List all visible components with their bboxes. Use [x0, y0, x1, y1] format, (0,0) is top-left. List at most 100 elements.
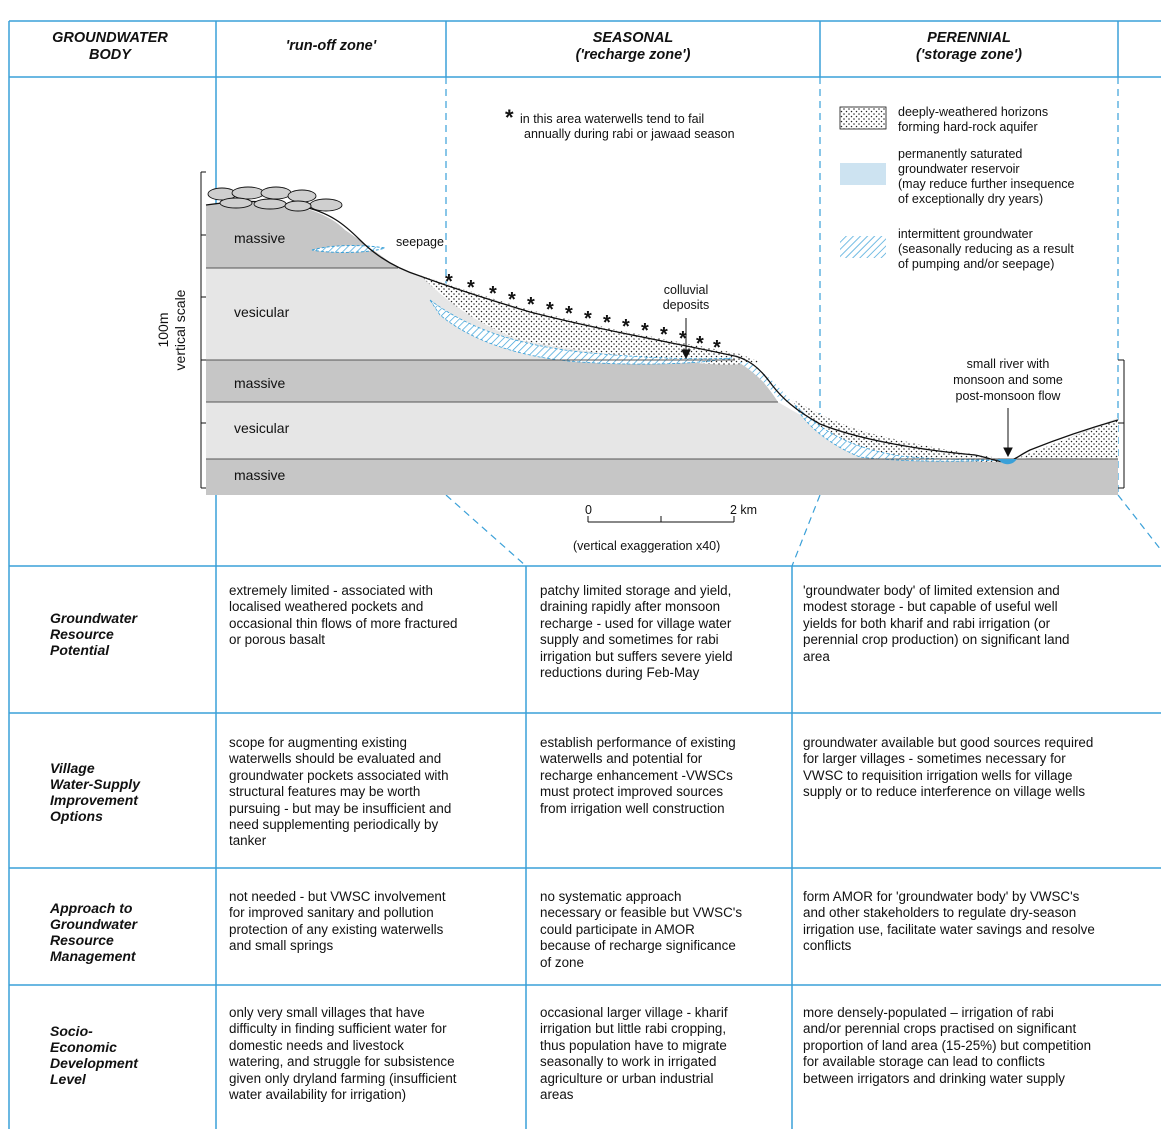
cell-text-line: and/or perennial crops practised on sign… — [803, 1021, 1077, 1037]
scale-2km: 2 km — [730, 503, 757, 517]
row-label-line: Improvement — [50, 792, 138, 808]
cell-text-line: recharge - used for village water — [540, 615, 732, 631]
intermittent-zone-lower — [794, 404, 1001, 462]
row-label-line: Village — [50, 760, 95, 776]
cell-text-line: proportion of land area (15-25%) but com… — [803, 1037, 1092, 1053]
cross-section: *************** — [200, 106, 1125, 523]
cell-text-line: form AMOR for 'groundwater body' by VWSC… — [803, 889, 1080, 904]
cell-text-line: groundwater pockets associated with — [229, 767, 449, 783]
vertical-scale-label-2: vertical scale — [172, 289, 188, 370]
layer-label-2: vesicular — [234, 304, 290, 320]
cell-text-line: only very small villages that have — [229, 1005, 425, 1020]
row-label-line: Development — [50, 1055, 138, 1071]
failure-asterisk: * — [445, 271, 453, 293]
legend-swatch-weathered — [839, 106, 887, 130]
cell-text-line: necessary or feasible but VWSC's — [540, 905, 743, 921]
cell-perennial-socio: more densely-populated – irrigation of r… — [803, 1005, 1158, 1087]
cell-text-line: supply and sometimes for rabi — [540, 632, 719, 648]
cell-text-line: areas — [540, 1087, 574, 1103]
scale-zero: 0 — [585, 503, 592, 517]
failure-asterisk: * — [546, 299, 554, 321]
cell-text-line: modest storage - but capable of useful w… — [803, 599, 1058, 615]
header-line: BODY — [89, 47, 131, 63]
cell-text-line: water availability for irrigation) — [229, 1087, 407, 1103]
failure-asterisk: * — [603, 312, 611, 334]
cell-text-line: pursuing - but may be insufficient and — [229, 800, 452, 816]
cell-text-line: agriculture or urban industrial — [540, 1070, 714, 1086]
cell-text-line: domestic needs and livestock — [229, 1037, 404, 1053]
colluvial-label-1: colluvial — [664, 283, 708, 297]
cell-text-line: perennial crop production) on significan… — [803, 632, 1070, 648]
vertical-scale-label-1: 100m — [155, 312, 171, 347]
row-label-line: Economic — [50, 1039, 117, 1055]
header-line: 'run-off zone' — [285, 38, 377, 54]
cell-text-line: occasional thin flows of more fractured — [229, 615, 458, 631]
row-label-line: Level — [50, 1071, 86, 1087]
legend-3-line-2: (seasonally reducing as a result — [898, 242, 1074, 256]
cell-text-line: watering, and struggle for subsistence — [229, 1054, 455, 1070]
row-label-line: Socio- — [50, 1023, 93, 1039]
cell-text-line: irrigation but little rabi cropping, — [540, 1021, 727, 1037]
note-line-1: in this area waterwells tend to fail — [520, 112, 704, 126]
row-label-line: Resource — [50, 932, 114, 948]
cell-text-line: supply or to reduce interference on vill… — [803, 784, 1086, 800]
layer-massive-bottom — [206, 459, 1118, 495]
cell-text-line: reductions during Feb-May — [540, 665, 700, 681]
cell-text-line: establish performance of existing — [540, 735, 736, 750]
legend-swatch-saturated — [840, 163, 886, 185]
cell-text-line: between irrigators and drinking water su… — [803, 1070, 1066, 1086]
header-line: GROUNDWATER — [52, 30, 168, 46]
layer-label-4: vesicular — [234, 420, 290, 436]
row-label-village-water-supply: Village Water-Supply Improvement Options — [50, 760, 210, 824]
cell-perennial-village: groundwater available but good sources r… — [803, 735, 1158, 801]
cell-text-line: for larger villages - sometimes necessar… — [803, 751, 1066, 767]
row-label-resource-management: Approach to Groundwater Resource Managem… — [50, 900, 210, 964]
row-label-line: Potential — [50, 642, 110, 658]
cell-text-line: from irrigation well construction — [540, 800, 725, 816]
legend-swatch-intermittent — [840, 236, 886, 258]
cell-text-line: could participate in AMOR — [540, 921, 695, 937]
header-groundwater-body: GROUNDWATER BODY — [20, 30, 200, 64]
cell-text-line: difficulty in finding sufficient water f… — [229, 1021, 447, 1037]
layer-label-5: massive — [234, 467, 286, 483]
cell-text-line: structural features may be worth — [229, 784, 421, 800]
header-line: SEASONAL — [592, 30, 674, 46]
cell-text-line: given only dryland farming (insufficient — [229, 1070, 457, 1086]
row-label-line: Groundwater — [50, 610, 138, 626]
cell-text-line: for improved sanitary and pollution — [229, 905, 434, 921]
legend-2-line-2: groundwater reservoir — [898, 162, 1020, 176]
cell-text-line: 'groundwater body' of limited extension … — [803, 583, 1060, 598]
layer-massive-middle — [206, 360, 778, 402]
intermittent-zone-upper — [429, 299, 733, 365]
colluvial-label-2: deposits — [663, 298, 710, 312]
legend-2-line-4: of exceptionally dry years) — [898, 192, 1043, 206]
cell-text-line: must protect improved sources — [540, 784, 724, 800]
river-label-3: post-monsoon flow — [956, 389, 1062, 403]
legend-3-line-3: of pumping and/or seepage) — [898, 257, 1054, 271]
cell-text-line: occasional larger village - kharif — [540, 1005, 728, 1020]
failure-asterisk: * — [641, 320, 649, 342]
cell-text-line: irrigation but suffers severe yield — [540, 648, 733, 664]
cell-text-line: of zone — [540, 954, 584, 970]
cell-text-line: need supplementing periodically by — [229, 817, 439, 833]
cell-text-line: VWSC to requisition irrigation wells for… — [803, 767, 1073, 783]
cell-text-line: and other stakeholders to regulate dry-s… — [803, 905, 1077, 921]
boulders — [207, 186, 343, 212]
header-line: PERENNIAL — [927, 30, 1011, 46]
row-label-line: Resource — [50, 626, 114, 642]
cell-perennial-resource: 'groundwater body' of limited extension … — [803, 583, 1158, 665]
cell-text-line: or porous basalt — [229, 632, 326, 648]
river-label-2: monsoon and some — [953, 373, 1063, 387]
row-label-line: Options — [50, 808, 103, 824]
legend-1-line-1: deeply-weathered horizons — [898, 105, 1048, 119]
cell-text-line: waterwells should be evaluated and — [229, 751, 442, 767]
cell-text-line: localised weathered pockets and — [229, 599, 424, 615]
layer-vesicular-lower — [206, 402, 1118, 459]
failure-asterisk: * — [660, 324, 668, 346]
